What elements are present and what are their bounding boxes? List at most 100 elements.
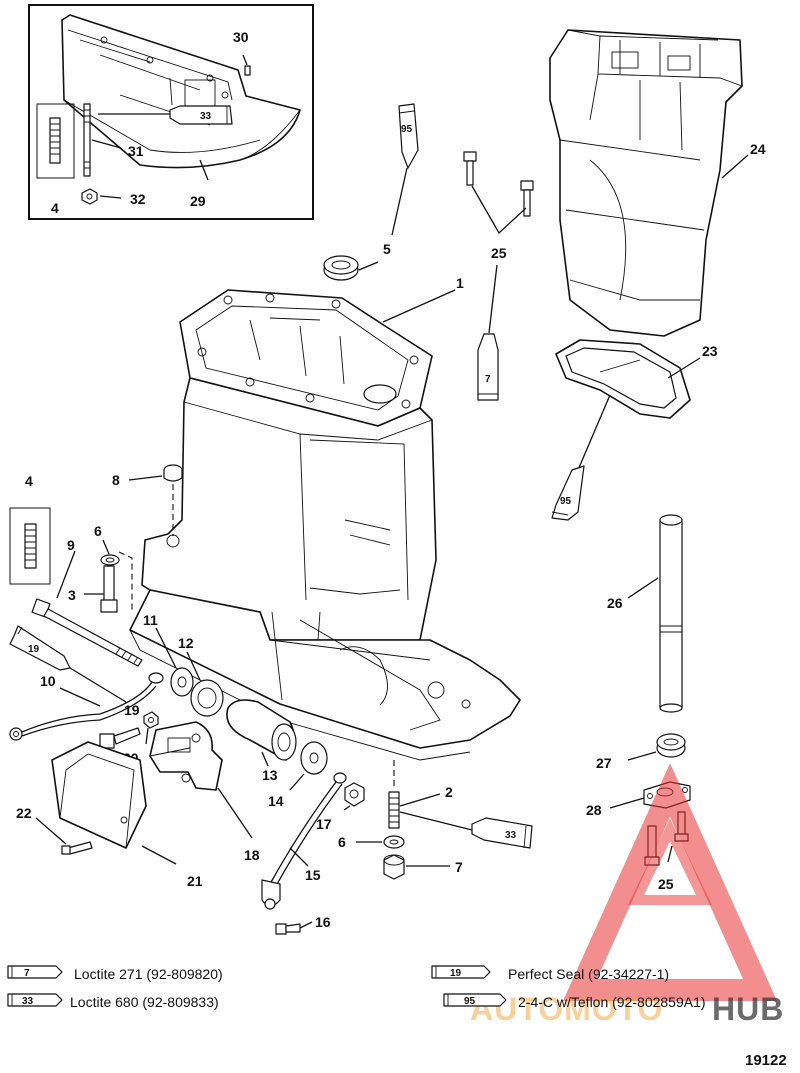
callout-25-bottom: 25 [658, 876, 674, 892]
stud-detail-box [36, 103, 75, 179]
svg-text:95: 95 [560, 496, 572, 507]
screw-part-25-b [520, 180, 534, 217]
svg-text:95: 95 [401, 124, 413, 135]
callout-19: 19 [124, 702, 140, 718]
callout-5: 5 [383, 241, 391, 257]
screw-part-25-a [463, 151, 477, 186]
screw-part-16 [275, 923, 301, 935]
sealant-tube-95-top: 95 [398, 103, 419, 169]
callout-15: 15 [305, 867, 321, 883]
callout-2: 2 [445, 784, 453, 800]
svg-text:Loctite 680 (92-809833): Loctite 680 (92-809833) [70, 994, 219, 1010]
nut-part-17 [344, 782, 365, 807]
svg-text:7: 7 [24, 968, 30, 979]
callout-17: 17 [316, 816, 332, 832]
bolt-part-3 [100, 565, 118, 613]
callout-27: 27 [596, 755, 612, 771]
callout-30: 30 [233, 29, 249, 45]
callout-10: 10 [40, 673, 56, 689]
callout-24: 24 [750, 141, 766, 157]
callout-21: 21 [187, 873, 203, 889]
gasket-part-23 [555, 339, 691, 419]
callout-7: 7 [455, 859, 463, 875]
bolt-part-19 [99, 727, 141, 749]
ground-strap-part-10 [9, 672, 164, 741]
legend-item-33: 33 Loctite 680 (92-809833) [7, 993, 219, 1010]
callout-4-left: 4 [25, 473, 33, 489]
callout-8: 8 [112, 472, 120, 488]
sealant-tube-95-right: 95 [551, 465, 585, 521]
callout-9: 9 [67, 537, 75, 553]
cover-part-21 [51, 741, 147, 849]
callout-22: 22 [16, 805, 32, 821]
clamp-part-18 [149, 721, 223, 791]
callout-3: 3 [68, 587, 76, 603]
long-bolt-part-9 [31, 598, 143, 667]
svg-text:33: 33 [505, 830, 517, 841]
nut-part-20 [143, 711, 159, 729]
svg-text:33: 33 [200, 111, 212, 122]
callout-29: 29 [190, 193, 206, 209]
stud-part-4-inset [49, 117, 61, 164]
exhaust-part-24 [549, 29, 743, 337]
callout-18: 18 [244, 847, 260, 863]
inset-box: 33 30 31 32 29 4 [28, 4, 314, 220]
legend: 7 Loctite 271 (92-809820) 33 Loctite 680… [7, 965, 706, 1010]
leader-5 [391, 167, 408, 236]
callout-28: 28 [586, 802, 602, 818]
callout-31: 31 [128, 143, 144, 159]
callout-25-top: 25 [491, 245, 507, 261]
driveshaft-housing-part-1 [129, 289, 521, 761]
pin-part-30 [244, 65, 251, 76]
sealant-tube-33-low: 33 [471, 817, 533, 849]
callout-6-low: 6 [338, 834, 346, 850]
callout-12: 12 [178, 635, 194, 651]
plug-part-8 [163, 464, 183, 482]
ring-part-12 [190, 679, 224, 717]
svg-text:95: 95 [464, 996, 476, 1007]
water-tube-part-26 [659, 514, 683, 713]
callout-6-top: 6 [94, 523, 102, 539]
stud-part-2 [388, 791, 400, 829]
washer-part-14 [300, 741, 328, 775]
grommet-part-27 [656, 733, 686, 758]
screw-part-22 [61, 841, 93, 855]
adaptor-plate-part-29 [61, 14, 301, 169]
washer-part-11 [170, 667, 194, 697]
legend-item-7: 7 Loctite 271 (92-809820) [7, 965, 223, 982]
watermark-logo: AUTOMOTO HUB [470, 763, 784, 1027]
svg-text:2-4-C w/Teflon (92-802859A1): 2-4-C w/Teflon (92-802859A1) [518, 994, 706, 1010]
sealant-tube-7: 7 [477, 333, 499, 401]
svg-text:7: 7 [485, 374, 491, 385]
ground-strap-part-15 [261, 772, 347, 910]
svg-text:19: 19 [450, 968, 462, 979]
svg-text:19: 19 [28, 644, 40, 655]
mount-part-13 [226, 699, 297, 761]
callout-1: 1 [456, 275, 464, 291]
callout-16: 16 [315, 914, 331, 930]
leader-1 [382, 289, 456, 323]
svg-text:Loctite 271 (92-809820): Loctite 271 (92-809820) [74, 966, 223, 982]
sealant-tube-19: 19 [9, 625, 71, 671]
nut-part-32 [81, 188, 98, 205]
sealant-tube-33-inset: 33 [169, 105, 233, 125]
callout-14: 14 [268, 793, 284, 809]
callout-23: 23 [702, 343, 718, 359]
watermark-text-right: HUB [712, 991, 784, 1027]
stud-detail-box-left [9, 507, 51, 585]
callout-11: 11 [143, 612, 158, 628]
svg-text:Perfect Seal (92-34227-1): Perfect Seal (92-34227-1) [508, 966, 669, 982]
legend-item-95: 95 2-4-C w/Teflon (92-802859A1) [443, 993, 706, 1010]
stud-part-31 [83, 103, 91, 177]
seal-part-5 [323, 255, 359, 281]
figure-number: 19122 [745, 1052, 787, 1069]
svg-text:33: 33 [22, 996, 34, 1007]
washer-part-6-top [100, 554, 120, 566]
callout-32: 32 [130, 191, 146, 207]
callout-26: 26 [607, 595, 623, 611]
callout-13: 13 [262, 767, 278, 783]
nut-part-7 [383, 854, 405, 880]
callout-4-inset: 4 [51, 200, 59, 216]
